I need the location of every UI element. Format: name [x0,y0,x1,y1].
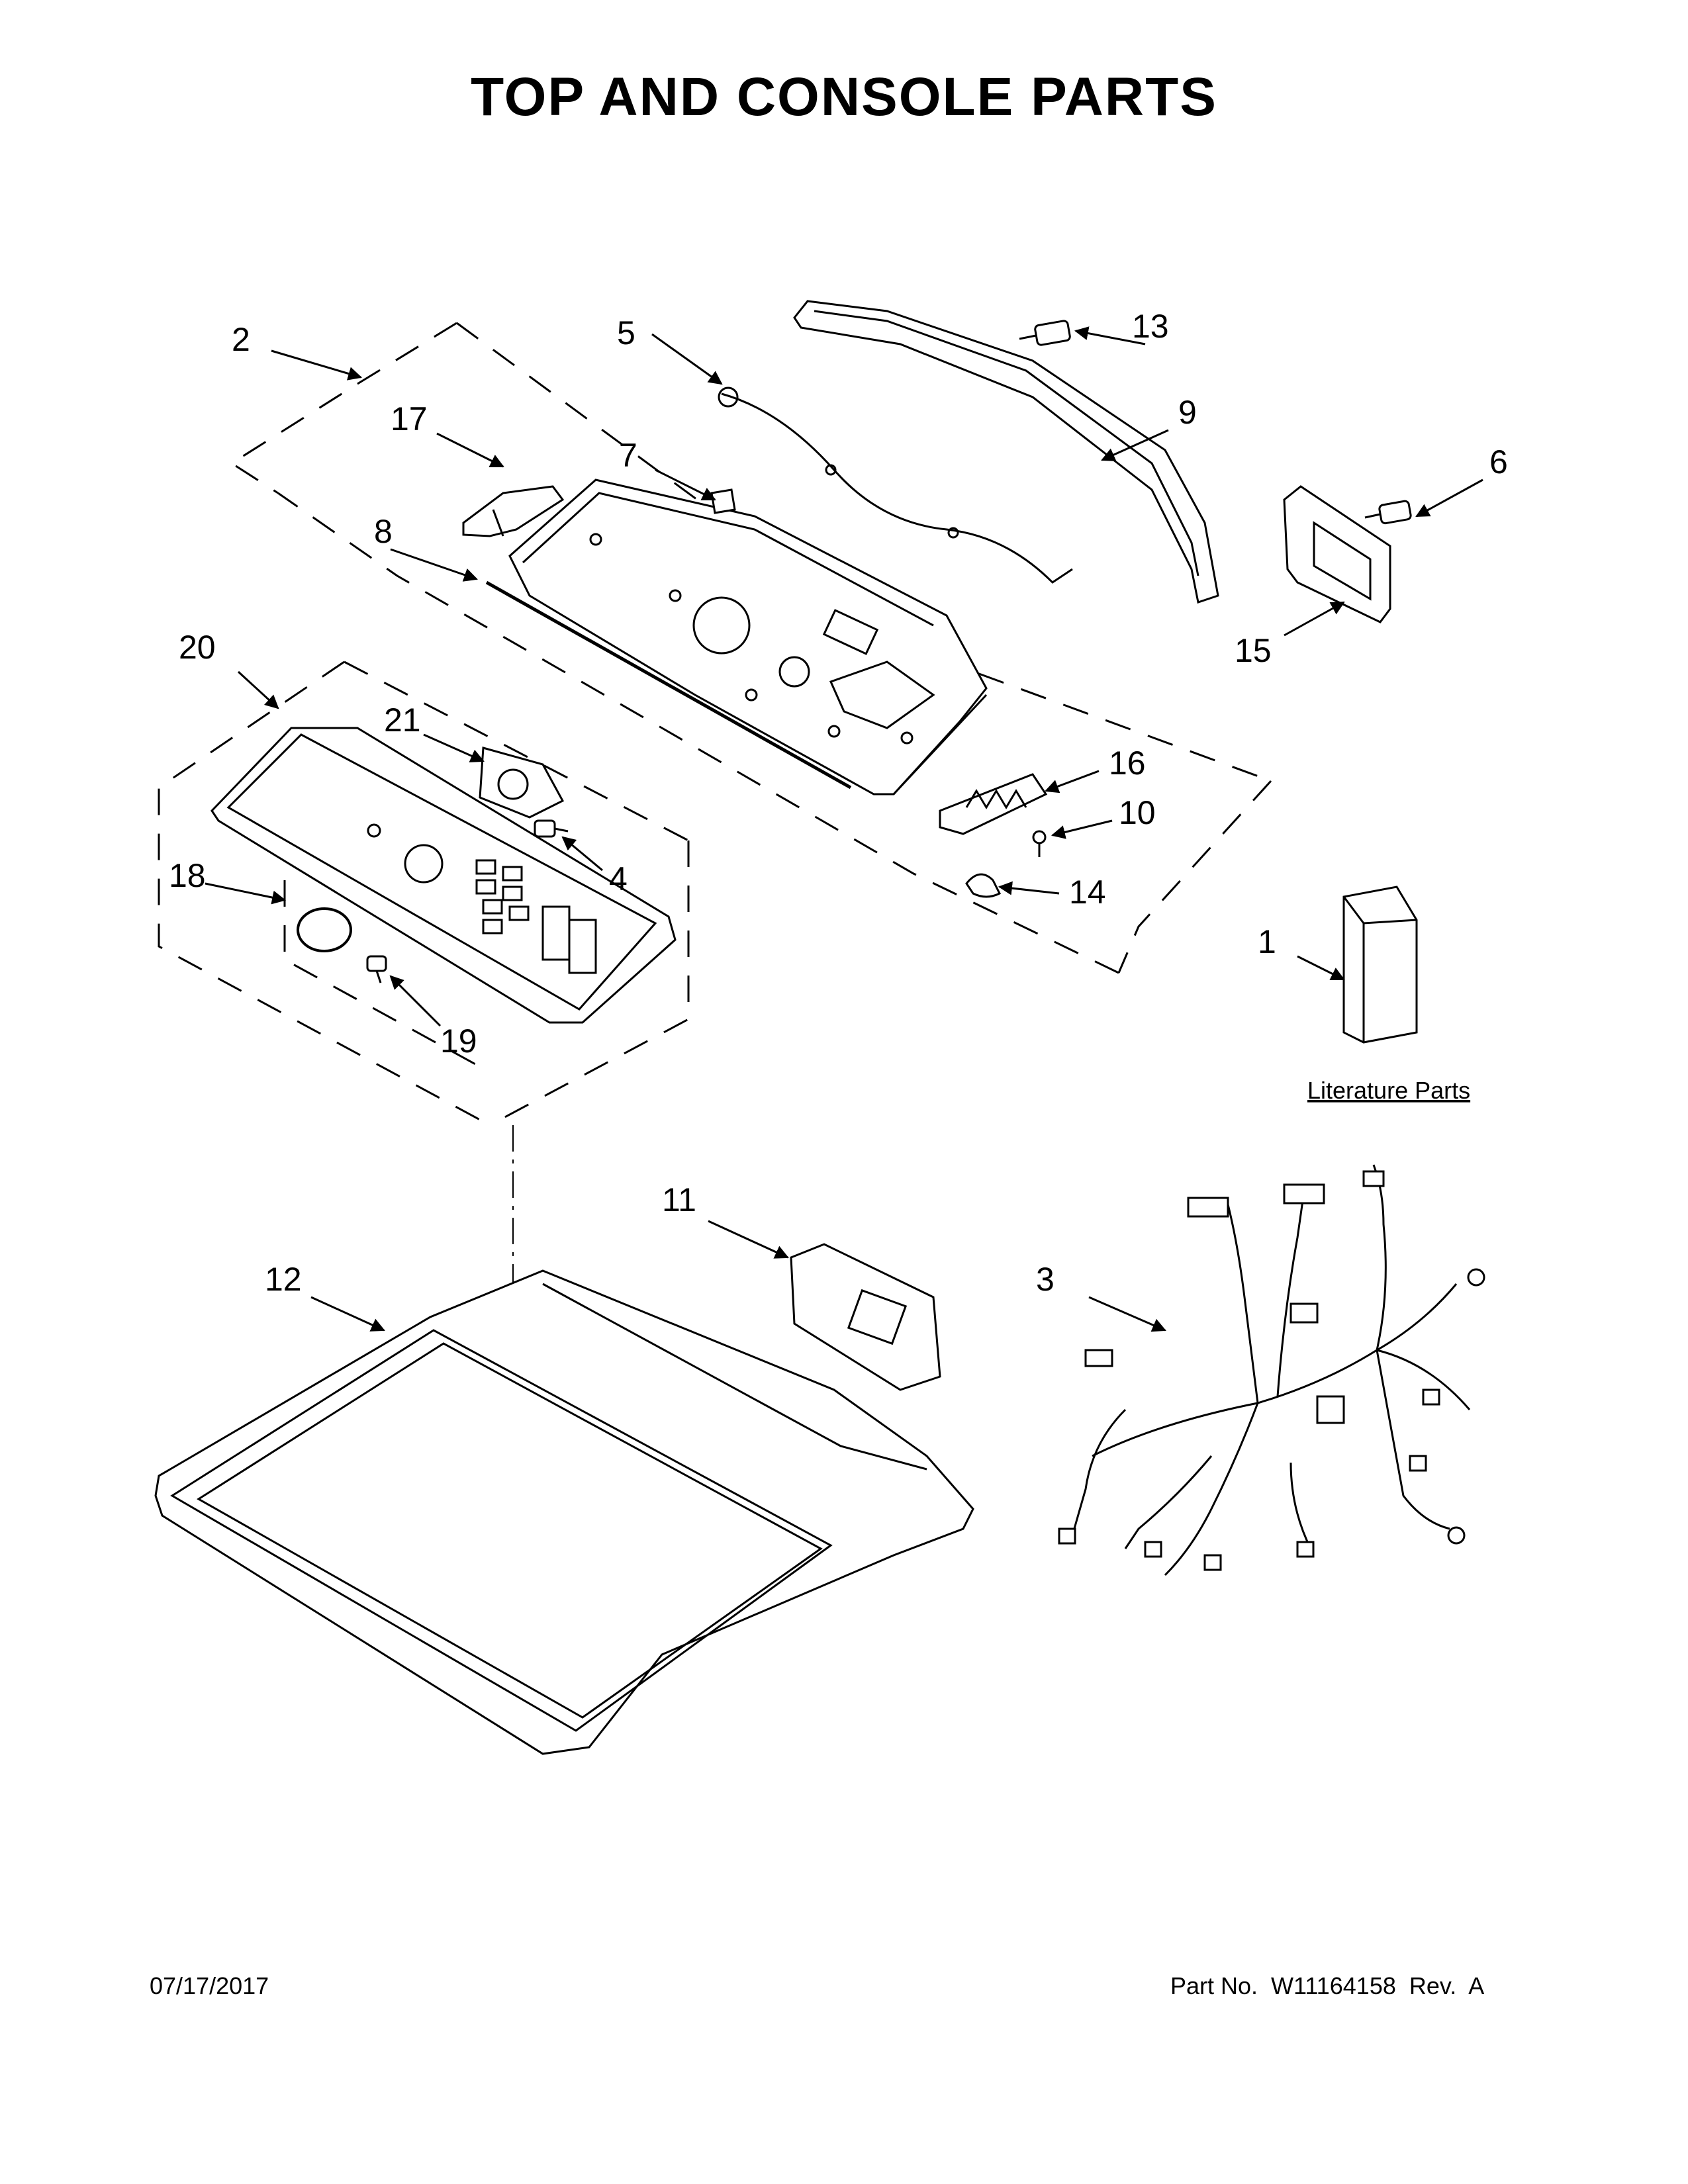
callout-5: 5 [617,314,635,351]
console-bracket-clip [710,488,736,514]
console-rear-trim [793,300,1219,604]
callout-19: 19 [440,1023,477,1060]
bracket-screw [1032,830,1047,857]
callout-3: 3 [1036,1261,1055,1298]
console-assembly-outline [230,322,1272,974]
trim-screw [1019,320,1071,346]
encoder-screw [534,819,569,838]
callout-12: 12 [265,1261,302,1298]
callout-20: 20 [179,629,216,666]
callout-4: 4 [609,860,628,897]
control-panel-outline [158,660,690,1126]
control-knob [297,907,352,952]
wire-clip [965,873,1002,898]
dryer-top-panel [154,1269,974,1755]
control-panel [211,727,677,1024]
callout-11: 11 [662,1181,696,1218]
callout-10: 10 [1119,794,1156,831]
part-number: Part No. W11164158 Rev. A [1170,1972,1485,1999]
callout-2: 2 [232,321,250,358]
callout-7: 7 [619,437,637,474]
callout-13: 13 [1132,308,1169,345]
callout-17: 17 [391,400,428,437]
callout-9: 9 [1178,394,1197,431]
literature-booklet [1342,886,1418,1044]
console-end-cap [1283,485,1391,623]
callout-numbers: 2 17 5 7 8 13 9 6 15 20 21 18 19 4 16 10… [169,308,1508,1298]
literature-parts-label: Literature Parts [1307,1077,1470,1104]
callout-6: 6 [1489,443,1508,480]
right-end-bracket [939,773,1048,835]
callout-18: 18 [169,857,206,894]
encoder-module [479,747,565,819]
page-title: TOP AND CONSOLE PARTS [471,67,1217,127]
end-cap-screw [1364,500,1412,525]
console-body [508,478,988,796]
callout-14: 14 [1069,874,1106,911]
control-panel-buttons [475,859,597,974]
console-wire-harness [718,387,1073,584]
left-end-bracket [462,485,565,537]
console-gasket-strip [485,580,852,790]
knob-screw [366,955,387,983]
callout-1: 1 [1258,923,1276,960]
control-board [790,1243,941,1391]
callout-leaders [205,326,1483,1332]
callout-8: 8 [374,513,393,550]
callout-15: 15 [1235,632,1272,669]
revision-date: 07/17/2017 [150,1972,269,1999]
callout-21: 21 [384,702,421,739]
callout-16: 16 [1109,745,1146,782]
main-wire-harness [1058,1164,1485,1576]
